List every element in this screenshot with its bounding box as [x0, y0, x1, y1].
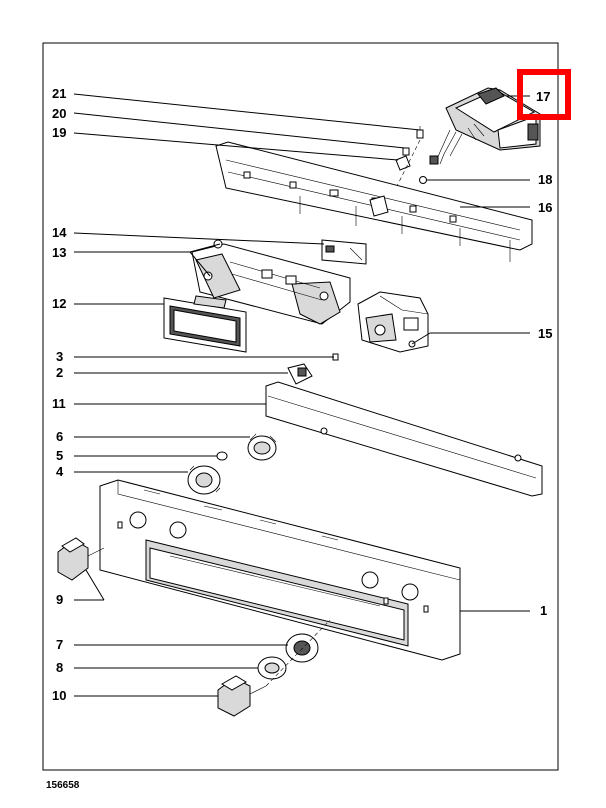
part-11-trim-strip [265, 381, 543, 497]
part-21-screw [416, 126, 424, 139]
part-16-bracket-rail [215, 141, 533, 262]
callout-1: 1 [540, 603, 547, 618]
callout-21: 21 [52, 86, 66, 101]
callout-18: 18 [538, 172, 552, 187]
part-20-spring [402, 147, 410, 156]
leader-lines [73, 93, 530, 697]
callout-14: 14 [52, 225, 67, 240]
callout-19: 19 [52, 125, 66, 140]
part-5-spring [216, 451, 228, 461]
part-4-support-disc [187, 465, 221, 495]
diagram-id-label: 156658 [46, 780, 80, 791]
callout-8: 8 [56, 660, 63, 675]
part-10-control-knob [217, 675, 267, 717]
part-7-knob-ring [285, 633, 319, 663]
diagram-frame [42, 42, 559, 771]
part-17-control-module [429, 87, 541, 165]
callout-5: 5 [56, 448, 63, 463]
part-1-control-panel [99, 479, 461, 661]
part-18-screw [419, 176, 427, 184]
callout-16: 16 [538, 200, 552, 215]
part-8-bezel [257, 656, 287, 680]
callout-3: 3 [56, 349, 63, 364]
callout-9: 9 [56, 592, 63, 607]
part-14-pcb [321, 239, 367, 265]
callout-10: 10 [52, 688, 66, 703]
callout-15: 15 [538, 326, 552, 341]
callout-4: 4 [56, 464, 64, 479]
part-19-clip [395, 155, 411, 171]
part-6-knob-housing [247, 433, 277, 461]
callout-11: 11 [52, 396, 66, 411]
callout-20: 20 [52, 106, 66, 121]
part-12-display-panel [163, 295, 247, 353]
callout-13: 13 [52, 245, 66, 260]
callout-2: 2 [56, 365, 63, 380]
callout-6: 6 [56, 429, 63, 444]
callout-7: 7 [56, 637, 63, 652]
highlight-box-17 [517, 69, 571, 120]
part-15-switch-block [357, 291, 429, 353]
part-9-control-knob [57, 537, 105, 581]
callout-17: 17 [536, 89, 550, 104]
part-13-switch-module [191, 239, 351, 325]
callout-12: 12 [52, 296, 66, 311]
part-2-switch [287, 363, 313, 385]
